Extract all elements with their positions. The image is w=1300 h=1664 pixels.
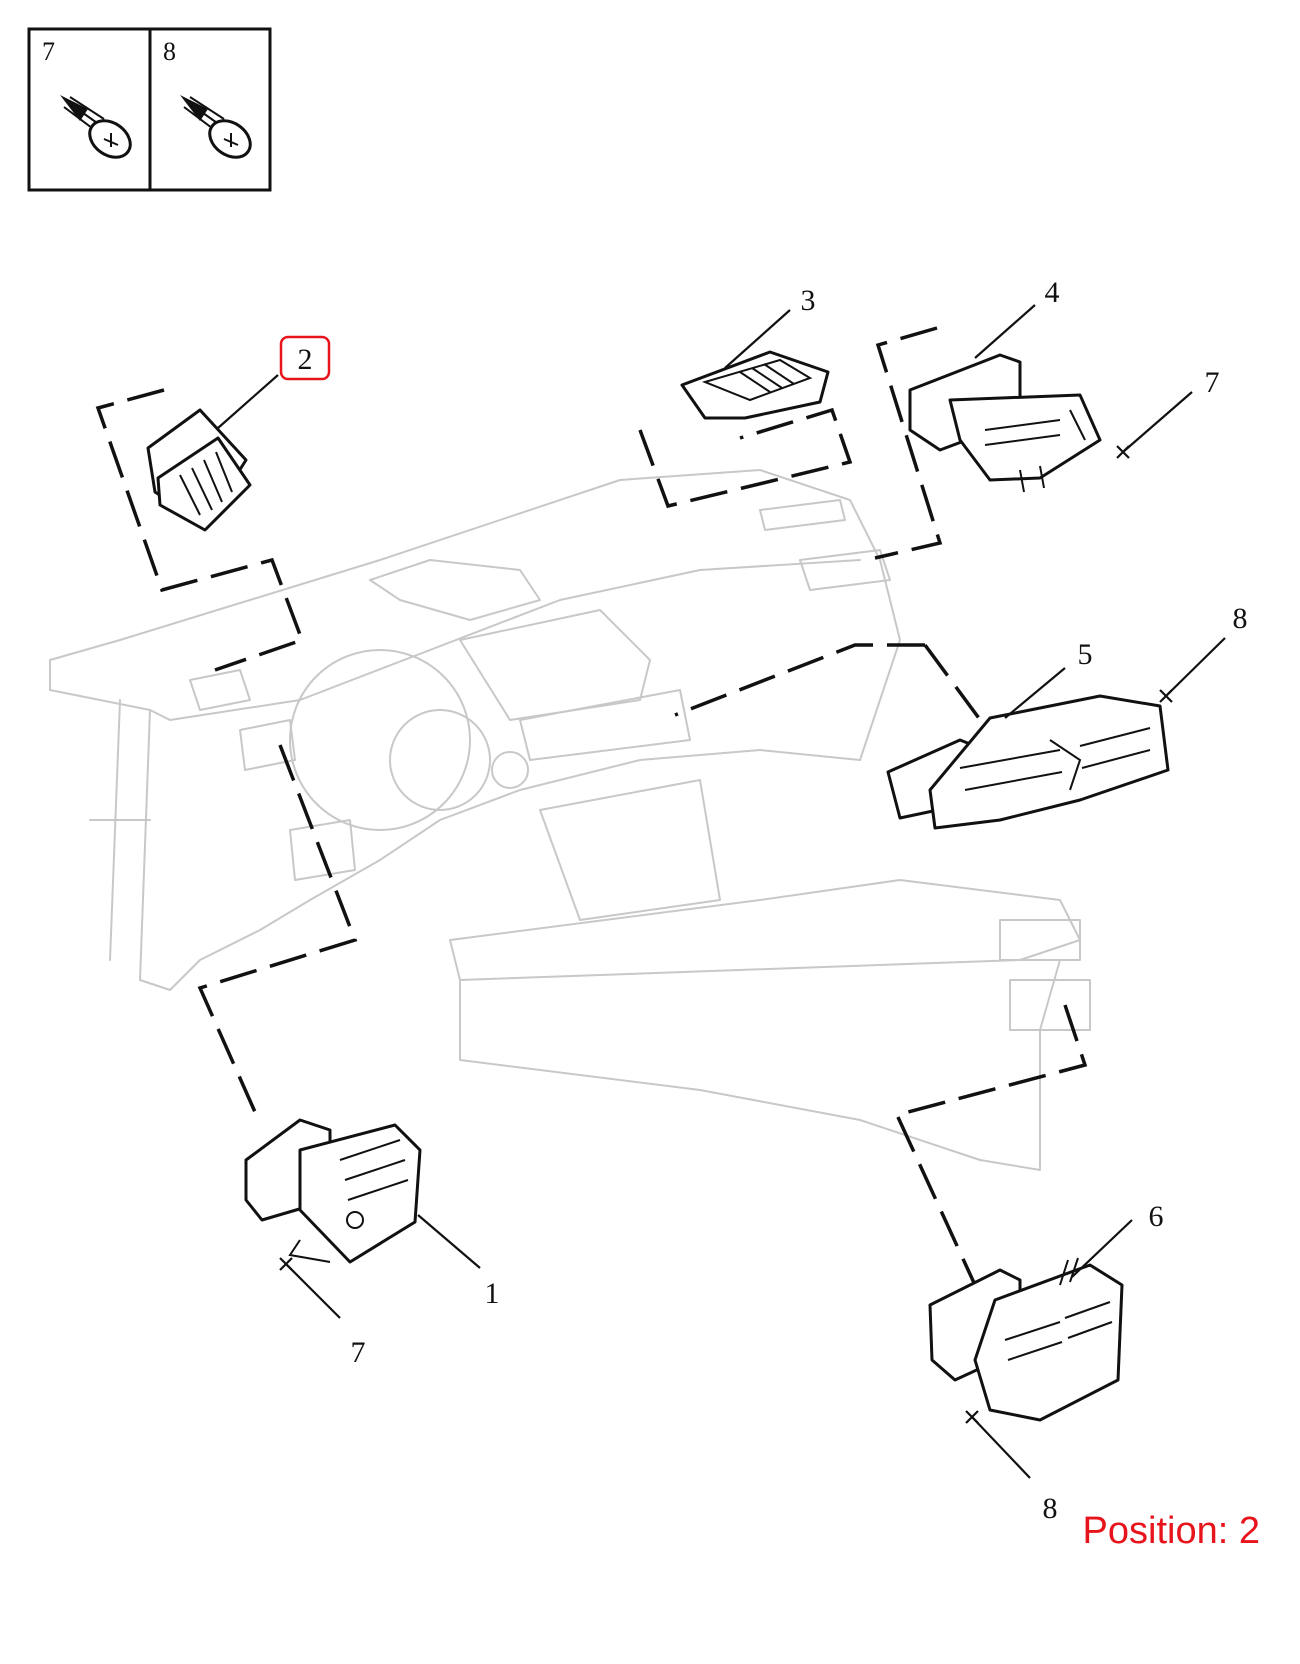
- callout-1[interactable]: 1: [485, 1277, 500, 1310]
- callout-5[interactable]: 5: [1078, 638, 1093, 671]
- callout-4[interactable]: 4: [1045, 276, 1060, 309]
- callout-8-bottom[interactable]: 8: [1043, 1492, 1058, 1525]
- legend-label-8: 8: [163, 37, 176, 66]
- fastener-legend-box: 7 8: [27, 27, 272, 192]
- callout-2[interactable]: 2: [298, 343, 313, 376]
- part-4-right-vent[interactable]: [908, 353, 1102, 493]
- part-5-center-vent[interactable]: [886, 694, 1170, 830]
- leader-lines: [217, 304, 1226, 1479]
- dashboard-outline: [49, 469, 1091, 1171]
- screw-icon: [180, 95, 252, 159]
- legend-label-7: 7: [42, 37, 55, 66]
- callout-3[interactable]: 3: [801, 284, 816, 317]
- part-3-defroster-grille[interactable]: [680, 350, 830, 420]
- callout-8-top[interactable]: 8: [1233, 602, 1248, 635]
- part-6-rear-vent[interactable]: [928, 1257, 1124, 1422]
- position-label: Position: 2: [1082, 1510, 1260, 1552]
- screw-icon: [60, 95, 132, 159]
- assembly-dash-lines: [95, 326, 1088, 1286]
- callout-numbers: 2 3 4 7 8 5 1 7 6 8: [279, 276, 1248, 1525]
- part-1-lower-vent[interactable]: [244, 1118, 422, 1264]
- highlight-box: [279, 335, 331, 381]
- callout-6[interactable]: 6: [1149, 1200, 1164, 1233]
- callout-7-top[interactable]: 7: [1205, 366, 1220, 399]
- part-2-side-vent[interactable]: [146, 408, 252, 532]
- callout-7-bottom[interactable]: 7: [351, 1336, 366, 1369]
